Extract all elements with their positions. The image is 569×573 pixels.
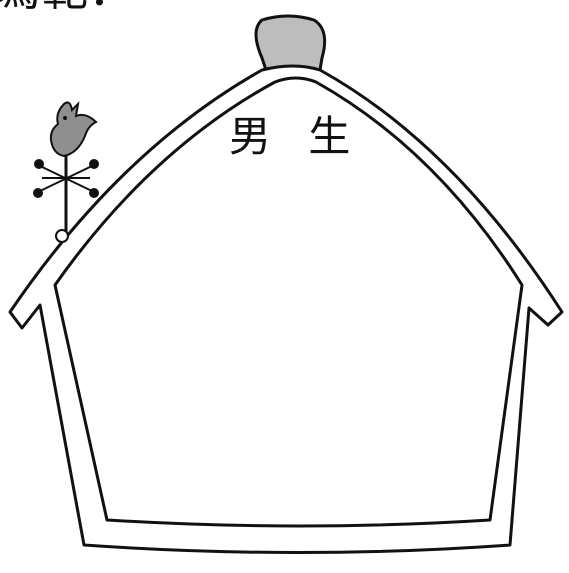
- top-cropped-text: 寫範：: [0, 0, 134, 12]
- rooster-weather-vane-icon: [33, 101, 99, 243]
- rooster-silhouette: [49, 101, 98, 158]
- house-inner-outline: [53, 76, 524, 528]
- house-label: 男 生: [229, 112, 363, 161]
